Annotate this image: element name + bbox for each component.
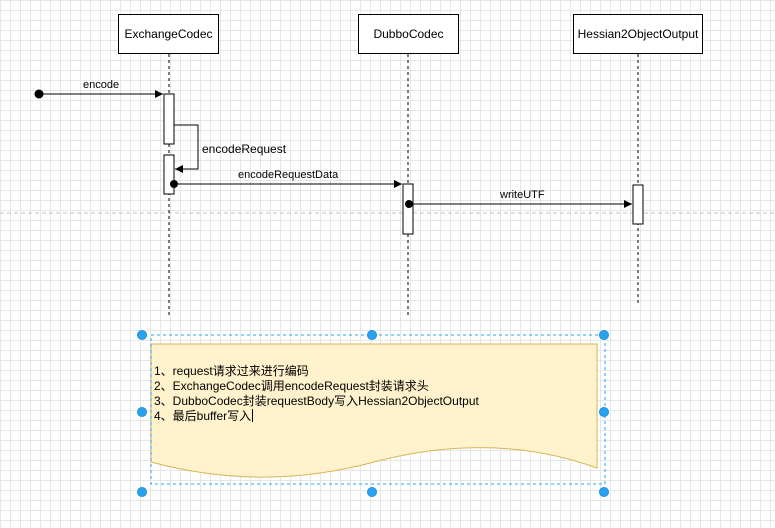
note-line-4-wrap: 4、最后buffer写入 xyxy=(154,409,479,424)
resize-handle-top-right[interactable] xyxy=(599,330,609,340)
note-line-4: 4、最后buffer写入 xyxy=(154,409,252,423)
resize-handle-middle-left[interactable] xyxy=(137,407,147,417)
resize-handle-bottom-center[interactable] xyxy=(367,487,377,497)
encode-request-self-arrow[interactable] xyxy=(174,124,199,173)
resize-handle-middle-right[interactable] xyxy=(599,407,609,417)
activation-hessian2objectoutput[interactable] xyxy=(632,184,644,225)
activation-exchangecodec-1[interactable] xyxy=(163,93,175,145)
note-text[interactable]: 1、request请求过来进行编码 2、ExchangeCodec调用encod… xyxy=(154,364,479,424)
encode-request-data-label: encodeRequestData xyxy=(238,169,339,181)
encode-request-label: encodeRequest xyxy=(202,142,287,156)
text-cursor xyxy=(252,409,254,422)
note-shape[interactable] xyxy=(150,343,598,478)
resize-handle-bottom-right[interactable] xyxy=(599,487,609,497)
activation-exchangecodec-2[interactable] xyxy=(163,154,175,195)
participant-hessian2objectoutput[interactable]: Hessian2ObjectOutput xyxy=(573,14,703,54)
resize-handle-top-center[interactable] xyxy=(367,330,377,340)
encode-label: encode xyxy=(83,79,120,91)
resize-handle-top-left[interactable] xyxy=(137,330,147,340)
participant-dubbocodec[interactable]: DubboCodec xyxy=(358,14,459,54)
activation-dubbocodec[interactable] xyxy=(402,183,414,235)
note-line-2: 2、ExchangeCodec调用encodeRequest封装请求头 xyxy=(154,379,429,393)
participant-exchangecodec[interactable]: ExchangeCodec xyxy=(118,14,219,54)
resize-handle-bottom-left[interactable] xyxy=(137,487,147,497)
write-utf-label: writeUTF xyxy=(500,189,545,201)
note-line-1: 1、request请求过来进行编码 xyxy=(154,364,309,378)
note-line-3: 3、DubboCodec封装requestBody写入Hessian2Objec… xyxy=(154,394,479,408)
